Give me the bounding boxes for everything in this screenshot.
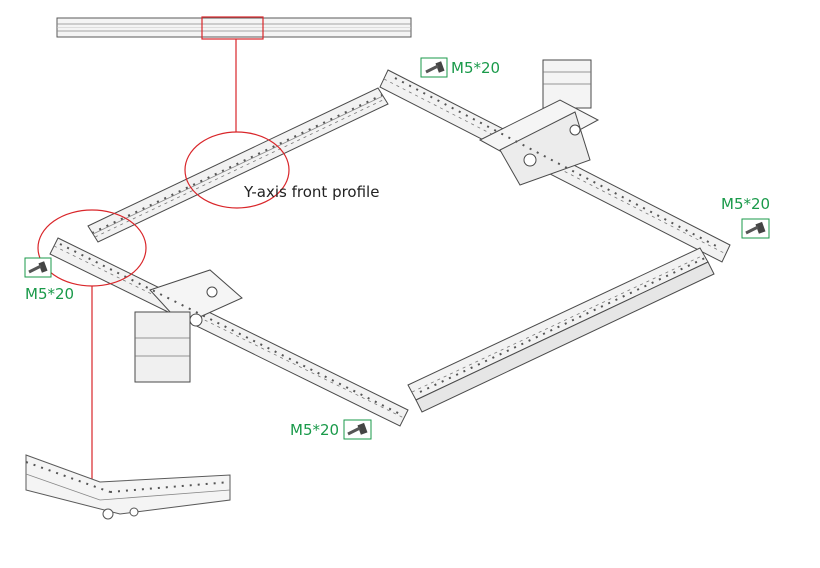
- callout-box-top: [201, 16, 264, 40]
- screw-label-right: M5*20: [721, 195, 771, 213]
- rail-rear-left: [87, 87, 389, 243]
- screw-icon: [24, 257, 52, 278]
- screw-icon: [343, 419, 372, 440]
- rail-front-right: [407, 247, 715, 413]
- callouts: [37, 16, 290, 480]
- screw-icon: [420, 57, 448, 78]
- screw-label-top: M5*20: [451, 59, 501, 77]
- motor-assembly-right: [478, 59, 600, 186]
- callout-circle-front: [184, 131, 290, 209]
- screw-label-left: M5*20: [25, 285, 75, 303]
- screw-label-bottom: M5*20: [290, 421, 340, 439]
- detail-corner: [25, 454, 231, 520]
- rail-holes: [59, 77, 721, 415]
- motor-assembly-left: [134, 269, 243, 383]
- detail-profile-top: [56, 17, 412, 38]
- rail-left-front: [49, 237, 409, 427]
- front-profile-label: Y-axis front profile: [244, 183, 380, 201]
- screw-icon: [741, 218, 770, 239]
